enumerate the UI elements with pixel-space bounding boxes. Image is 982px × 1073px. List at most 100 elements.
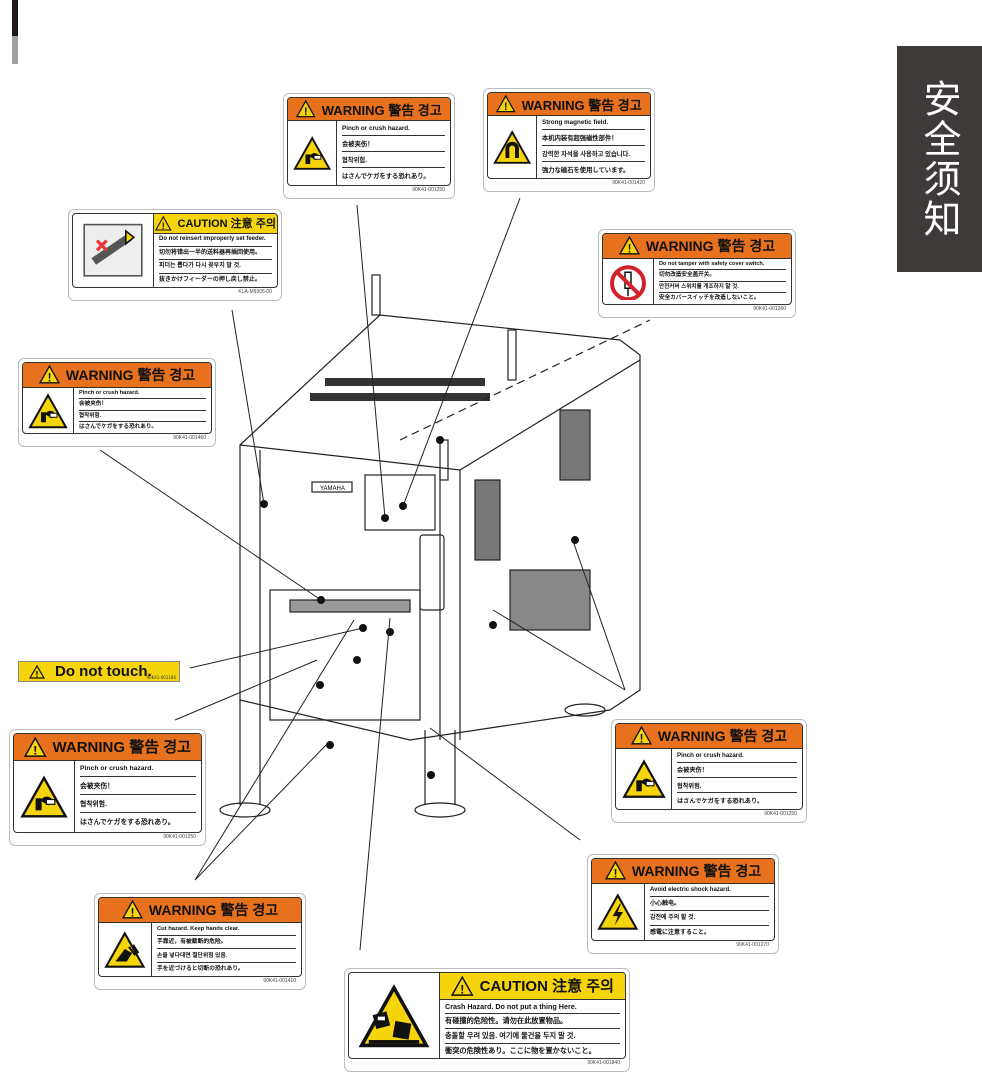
label-text-line: 小心触电。 xyxy=(650,899,769,912)
part-number: 90K41-001180 xyxy=(146,675,176,680)
label-header-text: WARNING 警告 경고 xyxy=(321,102,442,118)
label-text-lines: Strong magnetic field.本机内装有超强磁性部件！강력한 자석… xyxy=(537,116,650,178)
svg-text:!: ! xyxy=(627,244,631,256)
label-pictogram xyxy=(288,121,337,185)
marker-dot xyxy=(316,681,324,689)
label-header-text: CAUTION 注意 주의 xyxy=(479,978,614,996)
label-text-line: 衝突の危険性あり。ここに物を置かないこと。 xyxy=(445,1046,596,1056)
label-text-line: 会被夹伤！ xyxy=(80,781,196,795)
part-number: 90K41-001250 xyxy=(163,834,196,840)
warning-label-pinch-right: ! WARNING 警告 경고 Pinch or crush hazard. 会被夹伤… xyxy=(611,719,807,823)
svg-text:!: ! xyxy=(504,101,508,112)
warning-label-pinch-left-lower: !WARNING 警告 경고 Pinch or crush hazard. 会被夹伤… xyxy=(9,729,206,846)
part-number: 90K41-001840 xyxy=(587,1060,620,1066)
label-header: !WARNING 警告 경고 xyxy=(23,363,211,388)
warning-label-cut: ! WARNING 警告 경고 Cut hazard. Keep hands cle… xyxy=(94,893,306,990)
label-text-lines: Crash Hazard. Do not put a thing Here.有碰… xyxy=(440,1000,625,1059)
label-text-line: 安全カバースイッチを改造しないこと。 xyxy=(659,295,760,302)
label-text-line: 本机内装有超强磁性部件！ xyxy=(542,133,645,147)
label-pictogram xyxy=(23,387,74,433)
part-number: 90K41-001270 xyxy=(736,942,769,948)
label-header-text: WARNING 警告 경고 xyxy=(657,727,788,744)
label-header: !WARNING 警告 경고 xyxy=(14,734,201,761)
brand-plate: YAMAHA xyxy=(320,486,345,492)
label-pictogram xyxy=(592,883,645,940)
label-header-text: WARNING 警告 경고 xyxy=(631,862,762,879)
label-text-lines: Pinch or crush hazard.会被夹伤！협착위험.はさんでケガをす… xyxy=(672,749,802,809)
warning-triangle-icon: ! xyxy=(38,365,60,385)
section-tab[interactable]: 安全须知 xyxy=(897,46,982,272)
label-text-line: 손을 넣다대면 절단위험 있음. xyxy=(157,951,296,963)
do-not-touch-label: ! Do not touch. 90K41-001180 xyxy=(18,661,180,682)
warning-triangle-icon: ! xyxy=(29,664,45,679)
marker-dot xyxy=(353,656,361,664)
label-text-line: 충돌할 우려 있음. 여기에 물건을 두지 말 것. xyxy=(445,1029,620,1045)
label-text-line: はさんでケガをする恐れあり。 xyxy=(79,424,157,431)
feeder-reinsert-icon xyxy=(83,223,143,277)
label-text-line: 협착위험. xyxy=(80,799,196,813)
label-text-line: 会被夹伤！ xyxy=(677,765,797,779)
warning-label-electric: ! WARNING 警告 경고 Avoid electric shock hazar… xyxy=(587,854,779,954)
label-pictogram xyxy=(14,760,75,832)
label-text-line: 안전커버 스위치를 개조하지 말 것. xyxy=(659,282,786,294)
svg-text:!: ! xyxy=(304,106,308,117)
no-tamper-icon xyxy=(610,264,646,301)
marker-dot xyxy=(436,436,444,444)
svg-text:!: ! xyxy=(162,221,165,231)
label-text-line: 会被夹伤！ xyxy=(79,399,206,411)
label-text-line: Pinch or crush hazard. xyxy=(80,763,196,777)
label-text-line: 会被夹伤！ xyxy=(342,139,445,152)
warning-label-pinch-top: ! WARNING 警告 경고 Pinch or crush hazard. 会被夹伤… xyxy=(283,93,455,199)
marker-dot xyxy=(427,771,435,779)
label-text-line: 切勿将错出一半的送料器再插回使用。 xyxy=(159,248,272,261)
label-header: ! WARNING 警告 경고 xyxy=(603,234,791,259)
marker-dot xyxy=(489,621,497,629)
marker-dot xyxy=(386,628,394,636)
label-text-line: はさんでケガをする恐れあり。 xyxy=(80,818,175,826)
label-text-line: 감전에 주의 할 것. xyxy=(650,913,769,926)
label-text-lines: Pinch or crush hazard.会被夹伤！협착위험.はさんでケガをす… xyxy=(74,388,211,433)
label-header: ! CAUTION 注意 주의 xyxy=(440,973,625,1000)
label-text-line: 有碰撞的危险性。请勿在此放置物品。 xyxy=(445,1014,620,1030)
pinch-hazard-icon xyxy=(28,392,68,428)
label-pictogram xyxy=(616,748,672,809)
svg-text:!: ! xyxy=(47,373,51,385)
warning-triangle-icon: ! xyxy=(155,215,172,231)
svg-text:!: ! xyxy=(639,734,643,746)
label-text-line: Pinch or crush hazard. xyxy=(677,750,797,763)
label-text-line: 강력한 자석을 사용하고 있습니다. xyxy=(542,149,645,162)
cut-hazard-icon xyxy=(104,931,146,968)
svg-text:!: ! xyxy=(460,982,464,996)
label-text-line: Avoid electric shock hazard. xyxy=(650,885,769,898)
svg-text:!: ! xyxy=(130,908,134,920)
warning-triangle-icon: ! xyxy=(604,861,626,880)
label-text-lines: Avoid electric shock hazard.小心触电。감전에 주의 … xyxy=(645,884,774,940)
label-text-line: Cut hazard. Keep hands clear. xyxy=(157,924,296,936)
warning-triangle-icon: ! xyxy=(630,726,652,746)
label-header-text: WARNING 警告 경고 xyxy=(148,901,279,918)
part-number: 90K41-001250 xyxy=(764,811,797,817)
label-text-line: Pinch or crush hazard. xyxy=(342,123,445,136)
do-not-touch-text: Do not touch. xyxy=(55,663,152,680)
warning-triangle-icon: ! xyxy=(496,95,516,113)
warning-triangle-icon: ! xyxy=(121,900,143,920)
part-number: 90K41-001460 xyxy=(173,435,206,441)
part-number: KLA-M9305-00 xyxy=(238,289,272,295)
label-text-line: 피더는 뽑다가 다시 꽂우지 말 것. xyxy=(159,261,272,274)
pinch-hazard-icon xyxy=(293,136,331,170)
warning-triangle-icon: ! xyxy=(24,736,47,757)
label-text-line: はさんでケガをする恐れあり。 xyxy=(677,797,764,805)
label-text-line: はさんでケガをする恐れあり。 xyxy=(342,173,430,181)
label-pictogram xyxy=(488,116,537,178)
label-text-line: 手を近づけると切断の恐れあり。 xyxy=(157,966,244,973)
label-text-lines: Cut hazard. Keep hands clear.手靠近，有被截断的危险… xyxy=(152,923,301,976)
pinch-hazard-icon xyxy=(621,759,666,799)
section-tab-label: 安全须知 xyxy=(917,79,961,239)
section-marker xyxy=(12,0,18,36)
part-number: 90K41-001410 xyxy=(263,978,296,984)
label-header-text: WARNING 警告 경고 xyxy=(645,237,776,254)
